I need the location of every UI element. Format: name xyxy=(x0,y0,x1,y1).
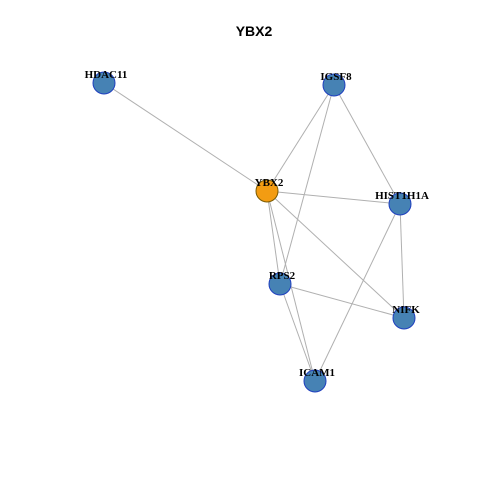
edge-ybx2-rps2 xyxy=(266,190,281,285)
edge-layer xyxy=(103,82,405,382)
node-label: NIFK xyxy=(392,304,420,316)
node-circle[interactable] xyxy=(303,369,327,393)
node-hdac11[interactable]: HDAC11 xyxy=(85,69,128,95)
edge-ybx2-nifk xyxy=(266,190,405,319)
node-label: RPS2 xyxy=(269,270,296,282)
edge-rps2-icam1 xyxy=(279,283,316,382)
edge-hist1h1a-nifk xyxy=(399,203,405,319)
node-circle[interactable] xyxy=(268,272,292,296)
edge-hist1h1a-icam1 xyxy=(314,203,401,382)
node-circle[interactable] xyxy=(388,192,412,216)
edge-rps2-nifk xyxy=(279,283,405,319)
edge-igsf8-ybx2 xyxy=(266,84,335,192)
node-label: IGSF8 xyxy=(320,71,352,83)
diagram-title: YBX2 xyxy=(236,23,273,39)
node-circle[interactable] xyxy=(322,73,346,97)
edge-igsf8-rps2 xyxy=(279,84,335,285)
node-ybx2[interactable]: YBX2 xyxy=(255,177,284,203)
node-circle[interactable] xyxy=(255,179,279,203)
node-label: ICAM1 xyxy=(299,367,335,379)
node-label: YBX2 xyxy=(255,177,284,189)
edge-ybx2-hist1h1a xyxy=(266,190,401,205)
node-hist1h1a[interactable]: HIST1H1A xyxy=(375,190,429,216)
node-label: HIST1H1A xyxy=(375,190,429,202)
node-nifk[interactable]: NIFK xyxy=(392,304,420,330)
node-label: HDAC11 xyxy=(85,69,128,81)
node-circle[interactable] xyxy=(392,306,416,330)
edge-hdac11-ybx2 xyxy=(103,82,268,192)
node-circle[interactable] xyxy=(92,71,116,95)
edge-igsf8-hist1h1a xyxy=(333,84,401,205)
node-icam1[interactable]: ICAM1 xyxy=(299,367,335,393)
node-rps2[interactable]: RPS2 xyxy=(268,270,296,296)
node-igsf8[interactable]: IGSF8 xyxy=(320,71,352,97)
